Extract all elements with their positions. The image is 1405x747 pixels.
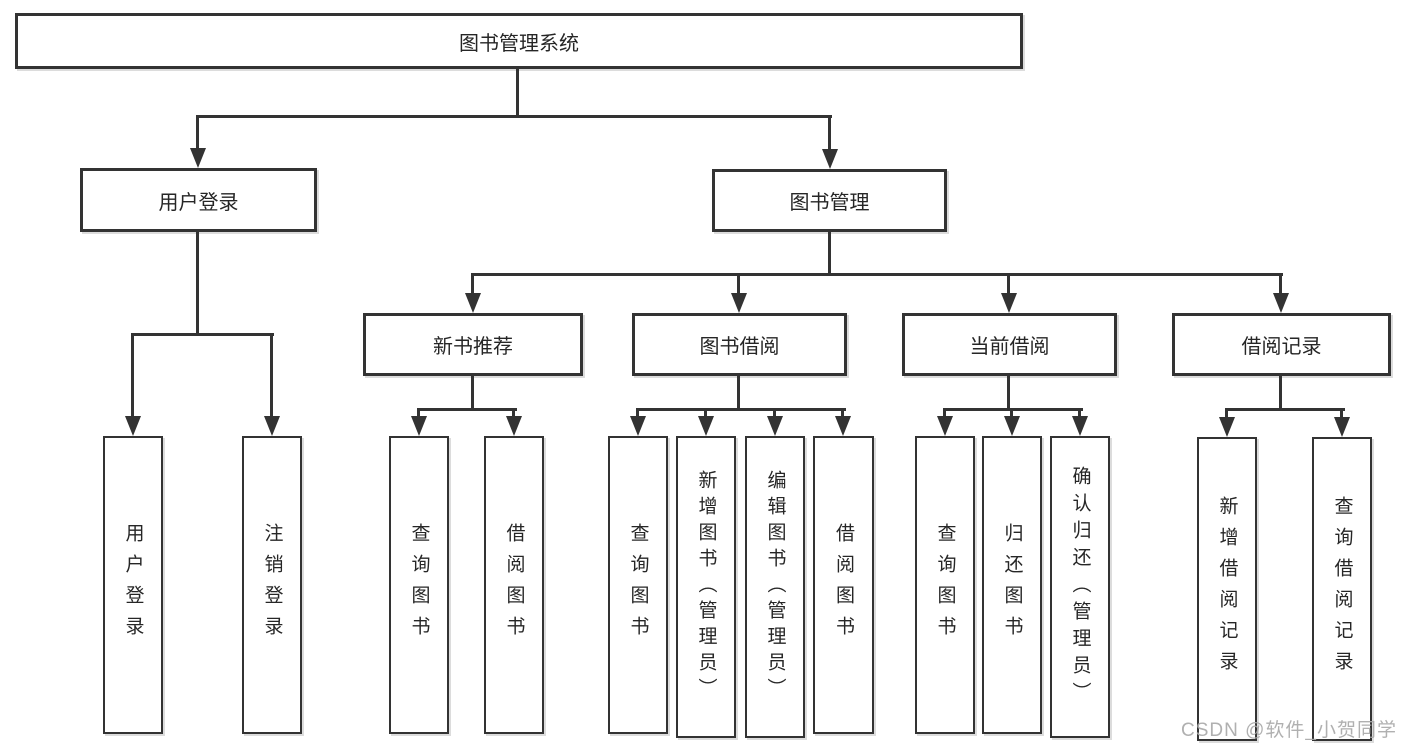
connector-stem-book-borrow [737,376,740,410]
leaf-return-books: 归还图书 [982,436,1042,734]
leaf-edit-books-admin: 编辑图书（管理员） [745,436,805,738]
connector-drop-leaf [943,408,946,418]
leaf-label: 借阅图书 [503,523,525,647]
connector-drop-leaf [270,333,273,417]
arrowhead-down [767,416,783,436]
leaf-confirm-return-admin: 确认归还（管理员） [1050,436,1110,738]
connector-drop-user-login [196,115,199,149]
leaf-borrow-books-recommend: 借阅图书 [484,436,544,734]
leaf-label: 查询图书 [627,523,649,647]
leaf-add-books-admin: 新增图书（管理员） [676,436,736,738]
node-label: 当前借阅 [969,336,1050,358]
arrowhead-down [731,293,747,313]
leaf-label: 编辑图书（管理员） [764,470,786,704]
connector-bar-login [131,333,274,336]
arrowhead-down [1001,293,1017,313]
connector-drop-leaf [773,408,776,418]
leaf-query-borrow-record: 查询借阅记录 [1312,437,1372,741]
arrowhead-down [125,416,141,436]
connector-drop-leaf [1225,408,1228,418]
connector-login-stem [196,232,199,335]
node-user-login: 用户登录 [80,168,317,232]
node-label: 新书推荐 [433,336,513,358]
node-label: 图书管理系统 [459,32,579,55]
connector-drop-leaf [704,408,707,418]
node-book-borrow: 图书借阅 [632,313,847,376]
leaf-label: 确认归还（管理员） [1069,465,1091,709]
arrowhead-down [1004,416,1020,436]
connector-stem-borrow-records [1279,376,1282,410]
arrowhead-down [1334,417,1350,437]
arrowhead-down [264,416,280,436]
node-label: 借阅记录 [1241,336,1322,358]
connector-drop-leaf [417,408,420,418]
node-new-book-recommend: 新书推荐 [363,313,583,376]
connector-drop-leaf [1340,408,1343,418]
leaf-logout: 注销登录 [242,436,302,734]
connector-mgmt-stem [828,232,831,275]
leaf-label: 查询借阅记录 [1331,496,1353,682]
node-current-borrow: 当前借阅 [902,313,1117,376]
arrowhead-down [465,293,481,313]
arrowhead-down [835,416,851,436]
leaf-user-login: 用户登录 [103,436,163,734]
connector-bar-book-borrow [636,408,846,411]
arrowhead-down [190,148,206,168]
leaf-label: 新增图书（管理员） [695,470,717,704]
connector-drop-borrow-records [1279,273,1282,294]
leaf-label: 用户登录 [122,523,144,647]
arrowhead-down [630,416,646,436]
connector-bar-level2 [196,115,832,118]
connector-bar-level3 [471,273,1283,276]
connector-drop-current-borrow [1007,273,1010,294]
node-label: 用户登录 [158,191,239,214]
connector-drop-leaf [512,408,515,418]
connector-drop-book-management [828,115,831,149]
leaf-label: 新增借阅记录 [1216,496,1238,682]
csdn-watermark: CSDN @软件_小贺同学 [1181,720,1397,741]
connector-drop-leaf [1010,408,1013,418]
arrowhead-down [506,416,522,436]
node-label: 图书借阅 [699,336,780,358]
leaf-label: 查询图书 [934,523,956,647]
connector-root-stem [516,69,519,117]
node-book-management: 图书管理 [712,169,947,232]
arrowhead-down [411,416,427,436]
leaf-label: 借阅图书 [833,523,854,647]
leaf-query-books-recommend: 查询图书 [389,436,449,734]
connector-bar-new-book [417,408,517,411]
connector-bar-borrow-records [1225,408,1345,411]
leaf-query-books-current: 查询图书 [915,436,975,734]
leaf-query-books-borrow: 查询图书 [608,436,668,734]
leaf-add-borrow-record: 新增借阅记录 [1197,437,1257,741]
arrowhead-down [937,416,953,436]
connector-drop-leaf [131,333,134,417]
leaf-label: 归还图书 [1001,523,1023,647]
arrowhead-down [1273,293,1289,313]
connector-drop-leaf [636,408,639,418]
leaf-label: 查询图书 [408,523,430,647]
connector-stem-new-book [471,376,474,410]
arrowhead-down [698,416,714,436]
arrowhead-down [822,149,838,169]
connector-bar-current-borrow [943,408,1083,411]
node-borrow-records: 借阅记录 [1172,313,1391,376]
leaf-borrow-books: 借阅图书 [813,436,874,734]
arrowhead-down [1219,417,1235,437]
connector-drop-leaf [1078,408,1081,418]
connector-drop-book-borrow [737,273,740,294]
leaf-label: 注销登录 [261,523,283,647]
connector-stem-current-borrow [1007,376,1010,410]
node-library-management-system: 图书管理系统 [15,13,1023,69]
arrowhead-down [1072,416,1088,436]
connector-drop-leaf [841,408,844,418]
node-label: 图书管理 [789,192,870,214]
connector-drop-new-book [471,273,474,294]
